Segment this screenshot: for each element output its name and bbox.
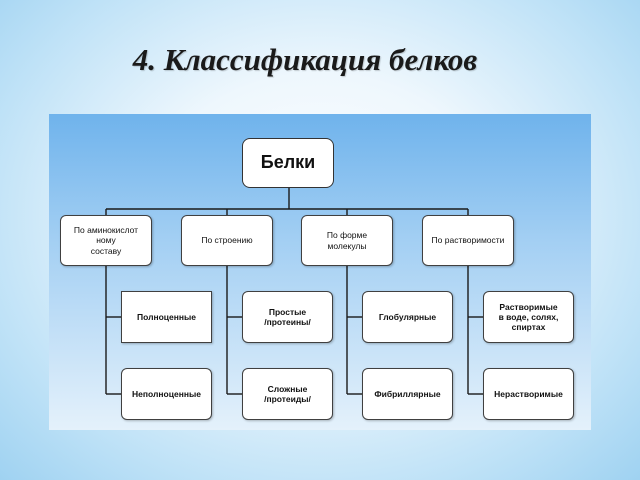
item-node-incomplete: Неполноценные — [121, 368, 212, 420]
category-node-structure: По строению — [181, 215, 273, 266]
category-node-amino: По аминокислот ному составу — [60, 215, 152, 266]
item-node-complex: Сложные /протеиды/ — [242, 368, 333, 420]
slide-title: 4. Классификация белков — [132, 42, 478, 77]
item-node-soluble: Растворимые в воде, солях, спиртах — [483, 291, 574, 343]
root-node: Белки — [242, 138, 334, 188]
item-node-insoluble: Нерастворимые — [483, 368, 574, 420]
category-node-shape: По форме молекулы — [301, 215, 393, 266]
item-node-simple: Простые /протеины/ — [242, 291, 333, 343]
item-node-fibrillar: Фибриллярные — [362, 368, 453, 420]
item-node-globular: Глобулярные — [362, 291, 453, 343]
category-node-solubility: По растворимости — [422, 215, 514, 266]
item-node-complete: Полноценные — [121, 291, 212, 343]
